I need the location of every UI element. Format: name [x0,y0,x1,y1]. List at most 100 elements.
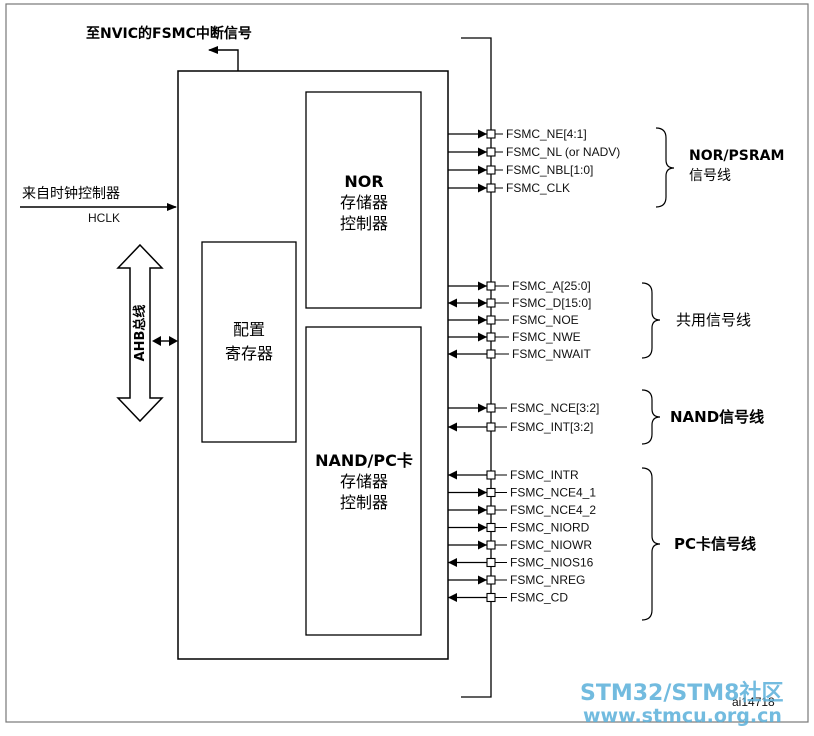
ahb-bus-arrow [116,243,164,423]
hclk-label: HCLK [88,211,120,225]
signal-arrow-out [478,147,487,157]
signal-arrow-out [478,403,487,413]
signal-label: FSMC_NCE[3:2] [510,401,599,415]
signal-arrow-in [448,298,457,308]
ahb-bus-label: AHB总线 [132,305,148,362]
signal-row-pc: FSMC_NIOS16 [448,556,594,570]
pin-box [486,403,496,413]
signal-row-pc: FSMC_NCE4_2 [448,503,596,517]
interrupt-line [208,46,239,71]
figure-border [5,3,809,723]
pin-box [486,315,496,325]
signal-arrow-out [478,540,487,550]
signal-label: FSMC_NOE [512,313,579,327]
signal-arrow-in [448,593,457,602]
signal-arrow-out [478,129,487,139]
pin-box [486,540,496,550]
nor-controller-line1: NOR [344,172,383,191]
signal-arrow-in [448,470,457,480]
nor-controller-line3: 控制器 [340,214,388,233]
signal-label: FSMC_NWE [512,330,581,344]
pin-box [486,487,496,498]
signal-row-pc: FSMC_INTR [448,468,579,482]
pin-box [486,298,496,308]
signal-row-pc: FSMC_NCE4_1 [448,486,596,500]
fsmc-interrupt-label: 至NVIC的FSMC中断信号 [86,25,252,42]
pin-box [486,470,496,480]
group-label-nand: NAND信号线 [670,408,764,426]
signal-arrow-in [448,349,457,359]
signal-row-nor: FSMC_NL (or NADV) [448,145,620,159]
nor-controller-line2: 存储器 [340,193,388,212]
signal-row-pc: FSMC_NREG [448,573,585,587]
pin-box [486,349,496,359]
config-register-line2: 寄存器 [225,344,273,363]
signal-label: FSMC_NIOWR [510,538,592,552]
signal-label: FSMC_INTR [510,468,579,482]
signal-label: FSMC_INT[3:2] [510,420,593,434]
signal-rows: FSMC_NE[4:1] FSMC_NL (or NADV) FSMC_NBL[1:… [448,127,620,605]
signal-row-shared: FSMC_NOE [448,313,579,327]
signal-row-pc: FSMC_NIORD [448,521,590,535]
clock-label: 来自时钟控制器 [22,185,120,202]
brace-nand [641,389,661,445]
pin-box [486,129,496,139]
config-register-line1: 配置 [233,320,265,339]
pin-bus-line [461,37,492,698]
pin-box [486,183,496,193]
pin-box [486,422,496,432]
signal-label: FSMC_NIORD [510,521,590,535]
signal-arrow-out [478,523,487,532]
signal-row-nand: FSMC_INT[3:2] [448,420,593,434]
signal-arrow-out [478,165,487,175]
signal-arrow-out [478,488,487,497]
ahb-connect-arrow-right [169,336,178,346]
signal-row-shared: FSMC_D[15:0] [448,296,591,310]
signal-label: FSMC_NE[4:1] [506,127,587,141]
nor-controller-box [305,91,422,309]
signal-arrow-out [478,298,487,308]
pin-box [486,505,496,515]
signal-arrow-out [478,183,487,193]
signal-label: FSMC_NCE4_2 [510,503,596,517]
pin-box [486,522,496,533]
signal-label: FSMC_NL (or NADV) [506,145,620,159]
group-label-pc-card: PC卡信号线 [674,535,756,553]
signal-arrow-in [448,422,457,432]
group-label-nor-psram-line2: 信号线 [689,168,731,184]
brace-shared [641,282,661,359]
nand-controller-line3: 控制器 [340,493,388,512]
pin-box [486,592,496,603]
signal-row-nor: FSMC_NE[4:1] [448,127,587,141]
signal-row-shared: FSMC_NWAIT [448,347,592,361]
signal-label: FSMC_NCE4_1 [510,486,596,500]
signal-label: FSMC_CD [510,591,568,605]
pin-box [486,147,496,157]
signal-arrow-out [478,315,487,325]
signal-arrow-out [478,575,487,585]
signal-label: FSMC_NREG [510,573,585,587]
signal-arrow-out [478,332,487,342]
figure-id: ai14718 [732,695,775,709]
signal-label: FSMC_NWAIT [512,347,592,361]
signal-row-nand: FSMC_NCE[3:2] [448,401,599,415]
nand-controller-line1: NAND/PC卡 [315,451,413,470]
signal-label: FSMC_CLK [506,181,570,195]
signal-row-pc: FSMC_CD [448,591,568,605]
signal-row-shared: FSMC_NWE [448,330,581,344]
signal-row-nor: FSMC_CLK [448,181,570,195]
pin-box [486,575,496,585]
group-label-shared: 共用信号线 [676,311,751,329]
signal-label: FSMC_NIOS16 [510,556,594,570]
brace-pc-card [641,467,661,621]
brace-nor-psram [655,127,675,208]
pin-box [486,165,496,175]
signal-arrow-out [478,281,487,291]
nand-controller-box [305,326,422,636]
signal-row-pc: FSMC_NIOWR [448,538,592,552]
group-label-nor-psram: NOR/PSRAM [689,148,784,164]
signal-arrow-out [478,505,487,515]
ahb-connect-arrow-left [152,336,161,346]
signal-label: FSMC_A[25:0] [512,279,591,293]
signal-label: FSMC_NBL[1:0] [506,163,593,177]
